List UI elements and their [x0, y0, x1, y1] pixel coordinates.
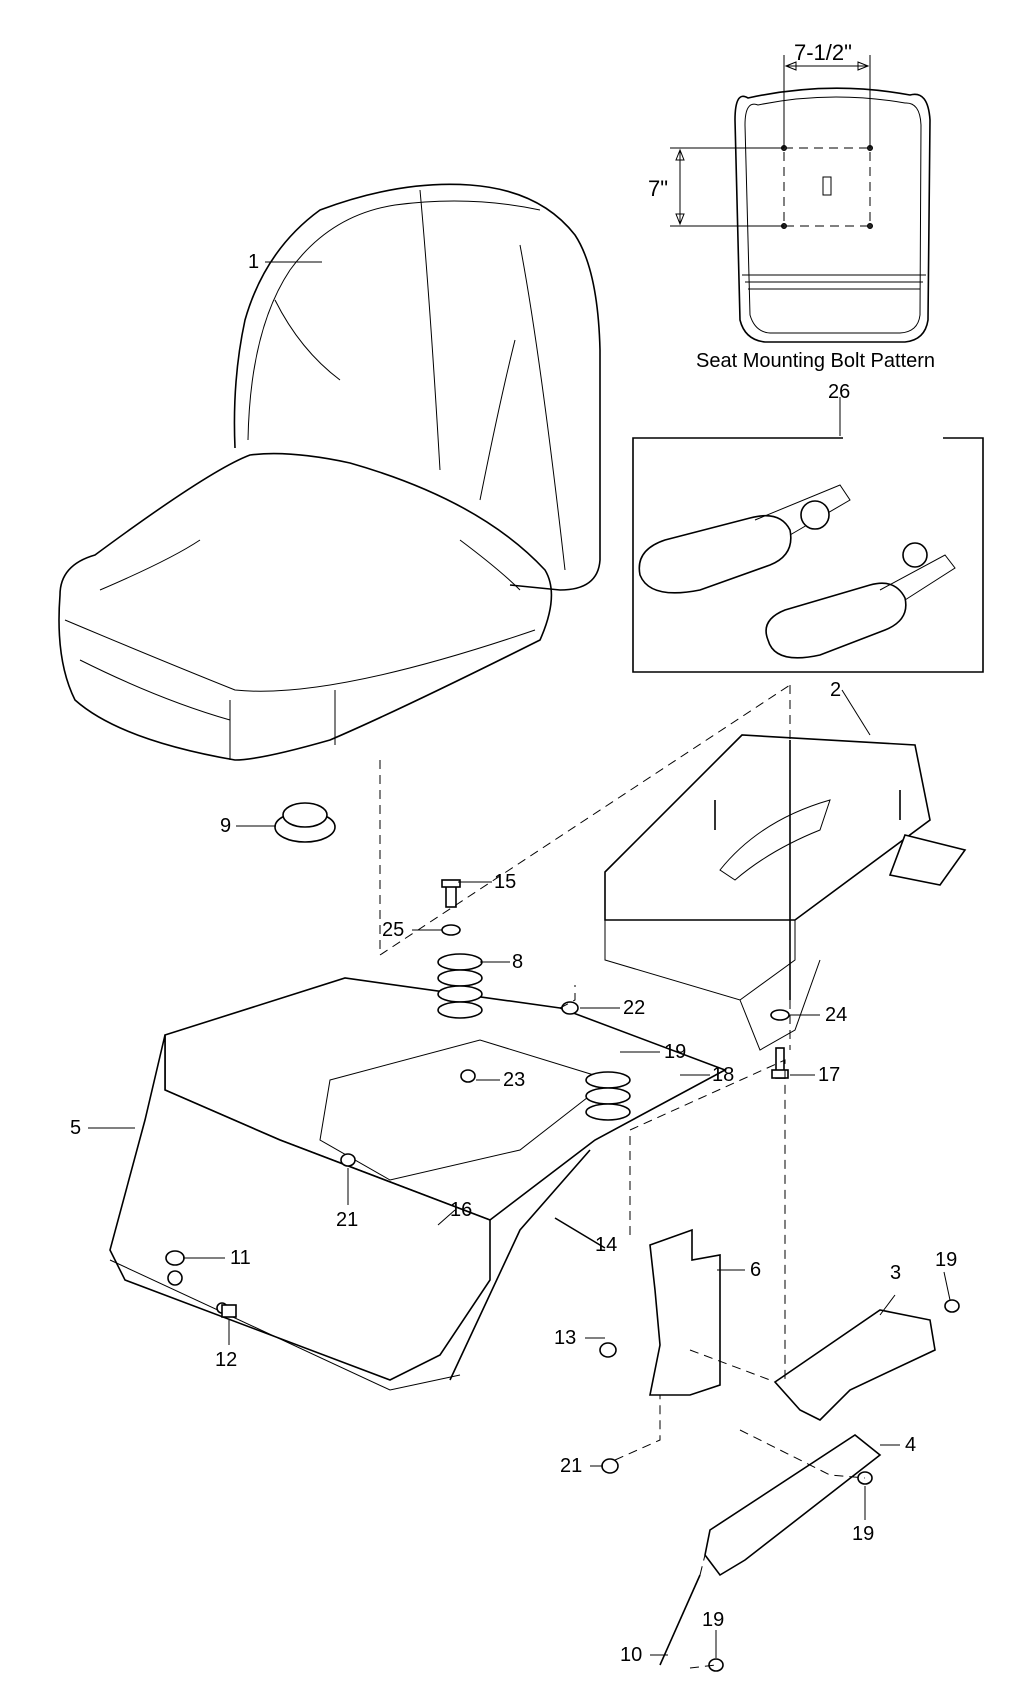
- callout-23: 23: [503, 1069, 526, 1091]
- callout-21: 21: [560, 1455, 583, 1477]
- armrest-inset: [632, 437, 984, 673]
- springs: [437, 953, 631, 1121]
- callout-24: 24: [825, 1004, 848, 1026]
- seat-mounting-bolt-pattern: [670, 55, 931, 343]
- callout-14: 14: [595, 1234, 618, 1256]
- callout-19: 19: [702, 1609, 725, 1631]
- adjuster-plate: [704, 1434, 882, 1577]
- callout-17: 17: [818, 1064, 841, 1086]
- callout-4: 4: [905, 1434, 917, 1456]
- assembly-lines: [379, 684, 866, 1669]
- callout-25: 25: [382, 919, 405, 941]
- callout-16: 16: [450, 1199, 473, 1221]
- callout-18: 18: [712, 1064, 735, 1086]
- callout-15: 15: [494, 871, 517, 893]
- hardware: [165, 879, 960, 1672]
- callout-22: 22: [623, 997, 646, 1019]
- base-pan: [109, 977, 727, 1391]
- bracket: [649, 1228, 721, 1396]
- callout-26: 26: [828, 381, 851, 403]
- callout-9: 9: [220, 815, 232, 837]
- bolt-pattern-height-label: 7": [648, 176, 669, 201]
- callout-21: 21: [336, 1209, 359, 1231]
- callout-1: 1: [248, 251, 260, 273]
- adjustment-knob: [274, 802, 336, 843]
- callout-3: 3: [890, 1262, 902, 1284]
- leader-lines: [88, 261, 951, 1658]
- callout-13: 13: [554, 1327, 577, 1349]
- callout-19: 19: [935, 1249, 958, 1271]
- seat-plate: [604, 734, 967, 1051]
- link-rod: [659, 1574, 701, 1666]
- callout-19: 19: [852, 1523, 875, 1545]
- callout-12: 12: [215, 1349, 238, 1371]
- callout-10: 10: [620, 1644, 643, 1666]
- callout-8: 8: [512, 951, 524, 973]
- callout-2: 2: [830, 679, 842, 701]
- callout-5: 5: [70, 1117, 82, 1139]
- seat: [58, 183, 601, 761]
- adjuster-lever-bracket: [773, 1309, 936, 1421]
- bolt-pattern-width-label: 7-1/2": [794, 40, 852, 65]
- callout-6: 6: [750, 1259, 762, 1281]
- callout-19: 19: [664, 1041, 687, 1063]
- callout-11: 11: [230, 1247, 251, 1269]
- bolt-pattern-caption: Seat Mounting Bolt Pattern: [696, 350, 936, 372]
